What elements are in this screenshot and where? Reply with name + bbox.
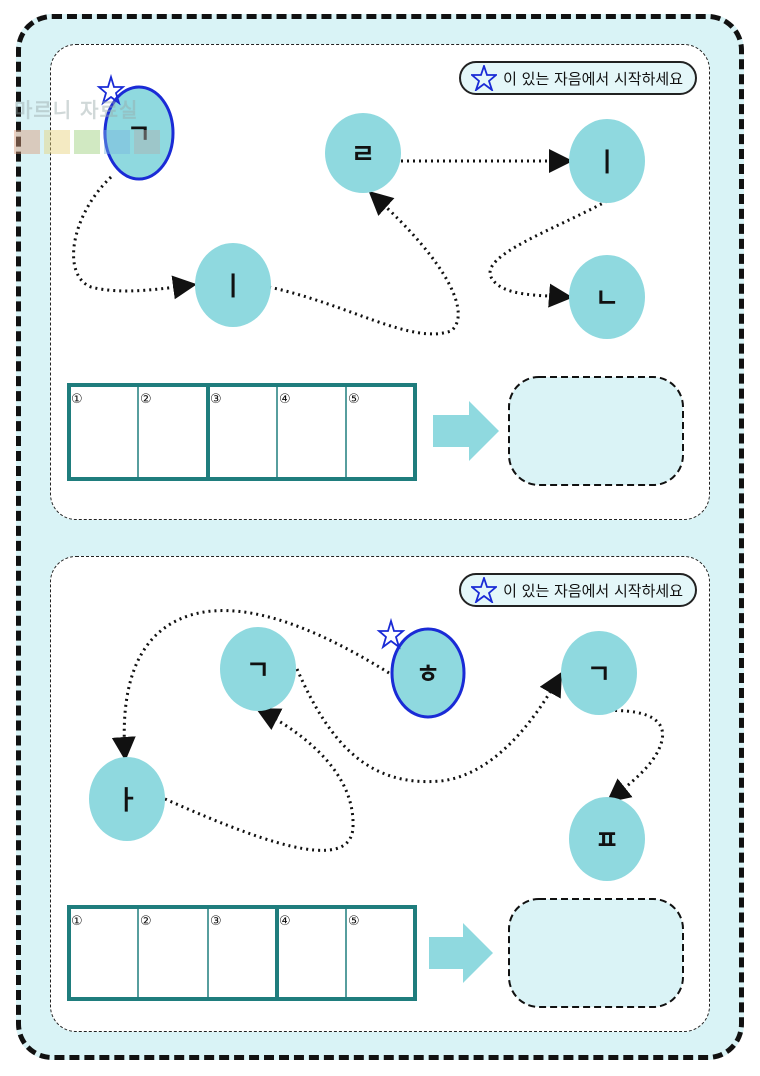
node-start: ㄱ	[103, 85, 175, 181]
puzzle-panel-1: 이 있는 자음에서 시작하세요 ㄱ ㅣ ㄹ ㅣ	[50, 44, 710, 520]
node-4: ㅣ	[569, 119, 645, 203]
node-5: ㄴ	[569, 255, 645, 339]
node-label: ㅏ	[115, 786, 139, 816]
instruction-text: 이 있는 자음에서 시작하세요	[503, 69, 683, 88]
right-arrow-icon	[429, 923, 493, 983]
node-label: ㄱ	[587, 660, 611, 690]
node-label: ㄱ	[127, 120, 151, 150]
box-number: ③	[210, 392, 222, 407]
node-4: ㄱ	[561, 631, 637, 715]
instruction-pill: 이 있는 자음에서 시작하세요	[459, 573, 697, 607]
box-number: ②	[140, 914, 152, 929]
node-2: ㄱ	[220, 627, 296, 711]
node-3: ㅏ	[89, 757, 165, 841]
node-3: ㄹ	[325, 113, 401, 193]
node-label: ㅣ	[595, 148, 619, 178]
answer-boxes-2[interactable]: ① ② ③ ④ ⑤	[67, 905, 417, 1001]
node-label: ㅎ	[416, 660, 440, 690]
answer-boxes-1[interactable]: ① ② ③ ④ ⑤	[67, 383, 417, 481]
path-diagram-2: ㅎ ㄱ ㅏ ㄱ ㅍ ① ② ③ ④ ⑤	[67, 609, 684, 1008]
node-label: ㅍ	[595, 826, 619, 856]
star-icon	[471, 65, 498, 91]
box-number: ②	[140, 392, 152, 407]
node-label: ㄹ	[351, 140, 375, 170]
answer-word-box-1[interactable]	[508, 376, 684, 486]
node-label: ㅣ	[221, 272, 245, 302]
box-number: ①	[71, 392, 83, 407]
star-icon	[96, 73, 126, 106]
star-icon	[376, 617, 406, 650]
box-number: ③	[210, 914, 222, 929]
box-number: ①	[71, 914, 83, 929]
node-label: ㄱ	[246, 656, 270, 686]
box-number: ④	[279, 392, 291, 407]
instruction-text: 이 있는 자음에서 시작하세요	[503, 581, 683, 600]
right-arrow-icon	[433, 401, 499, 461]
answer-word-box-2[interactable]	[508, 898, 684, 1008]
node-start: ㅎ	[390, 627, 466, 719]
box-number: ⑤	[348, 914, 360, 929]
puzzle-panel-2: 이 있는 자음에서 시작하세요 ㅎ ㄱ ㅏ ㄱ ㅍ	[50, 556, 710, 1032]
node-2: ㅣ	[195, 243, 271, 327]
node-5: ㅍ	[569, 797, 645, 881]
box-number: ④	[279, 914, 291, 929]
star-icon	[471, 577, 498, 603]
node-label: ㄴ	[595, 284, 619, 314]
path-diagram-1: ㄱ ㅣ ㄹ ㅣ ㄴ ① ② ③ ④ ⑤	[67, 73, 684, 486]
box-number: ⑤	[348, 392, 360, 407]
instruction-pill: 이 있는 자음에서 시작하세요	[459, 61, 697, 95]
